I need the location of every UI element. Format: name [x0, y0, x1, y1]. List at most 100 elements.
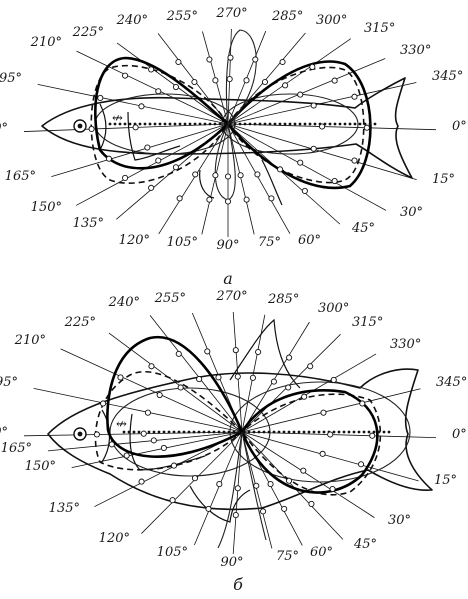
- angle-label: 300°: [316, 13, 347, 28]
- lateral-line-dot: [258, 122, 262, 126]
- angle-label: 255°: [154, 291, 186, 306]
- lateral-line-dot: [108, 122, 112, 126]
- lateral-line-dot: [292, 430, 296, 434]
- lateral-line-dot: [317, 430, 321, 434]
- lateral-line-dot: [283, 122, 287, 126]
- polar-point-marker: [224, 198, 232, 205]
- polar-point-marker: [369, 432, 376, 439]
- polar-point-marker: [226, 76, 233, 83]
- angle-label: 30°: [388, 513, 411, 528]
- lateral-line-dot: [137, 430, 141, 434]
- lateral-line-dot: [173, 122, 177, 126]
- lateral-line-dot: [308, 122, 312, 126]
- lateral-line-dot: [138, 122, 142, 126]
- lateral-line-dot: [342, 430, 346, 434]
- direction-ray: [227, 82, 417, 125]
- lateral-line-dot: [128, 122, 132, 126]
- polar-point-marker: [237, 172, 244, 179]
- polar-point-marker: [261, 78, 269, 86]
- direction-ray: [116, 42, 229, 125]
- polar-point-marker: [175, 350, 182, 357]
- direction-ray: [241, 334, 341, 433]
- angle-label: 285°: [271, 9, 303, 24]
- polar-point-marker: [148, 363, 155, 370]
- lateral-line-dot: [223, 122, 227, 126]
- lateral-line-dot: [232, 430, 236, 434]
- polar-point-marker: [122, 174, 129, 181]
- angle-label: 150°: [31, 200, 62, 215]
- direction-ray: [241, 431, 344, 540]
- lateral-line-dot: [202, 430, 206, 434]
- lateral-line-dot: [172, 430, 176, 434]
- polar-point-marker: [268, 195, 275, 202]
- lateral-line-dot: [123, 122, 127, 126]
- lateral-lobes-a: [214, 29, 257, 201]
- angle-label: 90°: [220, 555, 243, 570]
- polar-point-marker: [155, 157, 162, 164]
- lateral-line-dot: [332, 430, 336, 434]
- lateral-line-dot: [158, 122, 162, 126]
- fish-pupil-a: [77, 123, 83, 129]
- lateral-line-dot: [218, 122, 222, 126]
- direction-ray: [232, 431, 243, 555]
- dorsal-fin-b: [229, 318, 301, 389]
- polar-point-marker: [252, 56, 259, 63]
- lateral-line-dot: [162, 430, 166, 434]
- direction-ray: [158, 123, 229, 235]
- lateral-line-dot: [127, 430, 131, 434]
- polar-point-marker: [169, 497, 176, 504]
- lateral-line-dot: [357, 430, 361, 434]
- polar-point-marker: [319, 450, 326, 457]
- lateral-line-dot: [303, 122, 307, 126]
- lateral-line-dot: [177, 430, 181, 434]
- polar-point-marker: [108, 441, 115, 448]
- lateral-line-dot: [257, 430, 261, 434]
- lateral-line-dot: [343, 122, 347, 126]
- lateral-line-dot: [237, 430, 241, 434]
- lateral-line-dot: [302, 430, 306, 434]
- direction-ray: [241, 321, 310, 433]
- polar-point-marker: [277, 166, 284, 173]
- angle-label: 225°: [72, 25, 104, 40]
- lateral-line-dot: [338, 122, 342, 126]
- direction-ray: [241, 353, 377, 433]
- lateral-lobes-b: [217, 431, 267, 549]
- panel-b: ↮ 0°15°30°45°60°75°90°105°120°135°150°16…: [0, 289, 467, 594]
- lateral-line-dot: [143, 122, 147, 126]
- polar-point-marker: [123, 452, 130, 459]
- lateral-line-dot: [192, 430, 196, 434]
- lateral-line-dot: [187, 430, 191, 434]
- lateral-line-dot: [287, 430, 291, 434]
- polar-point-marker: [156, 391, 163, 399]
- lateral-line-dot: [263, 122, 267, 126]
- polar-point-marker: [150, 437, 157, 444]
- lateral-line-dot: [288, 122, 292, 126]
- lateral-line-dot: [307, 430, 311, 434]
- lateral-line-dot: [298, 122, 302, 126]
- lateral-line-dot: [278, 122, 282, 126]
- lateral-line-dot: [377, 430, 381, 434]
- polar-markers-b: [93, 347, 376, 519]
- angle-label: 75°: [258, 235, 281, 250]
- lateral-line-dot: [198, 122, 202, 126]
- ventral-lobe-a: [199, 159, 283, 206]
- angle-label: 315°: [364, 21, 395, 36]
- lateral-line-dot: [347, 430, 351, 434]
- angle-label: 225°: [64, 315, 96, 330]
- polar-point-marker: [160, 444, 167, 452]
- lateral-line-dot: [147, 430, 151, 434]
- angle-label: 345°: [432, 69, 463, 84]
- fish-pupil-b: [77, 431, 83, 437]
- angle-label: 195°: [0, 71, 22, 86]
- polar-point-marker: [172, 83, 179, 91]
- polar-point-marker: [196, 376, 203, 383]
- lateral-line-dot: [368, 122, 372, 126]
- polar-point-marker: [282, 82, 289, 89]
- polar-point-marker: [117, 374, 124, 381]
- lateral-line-dot: [157, 430, 161, 434]
- angle-label: 285°: [267, 292, 299, 307]
- angle-label: 15°: [432, 172, 455, 187]
- angle-label: 240°: [108, 295, 140, 310]
- polar-point-marker: [144, 409, 151, 416]
